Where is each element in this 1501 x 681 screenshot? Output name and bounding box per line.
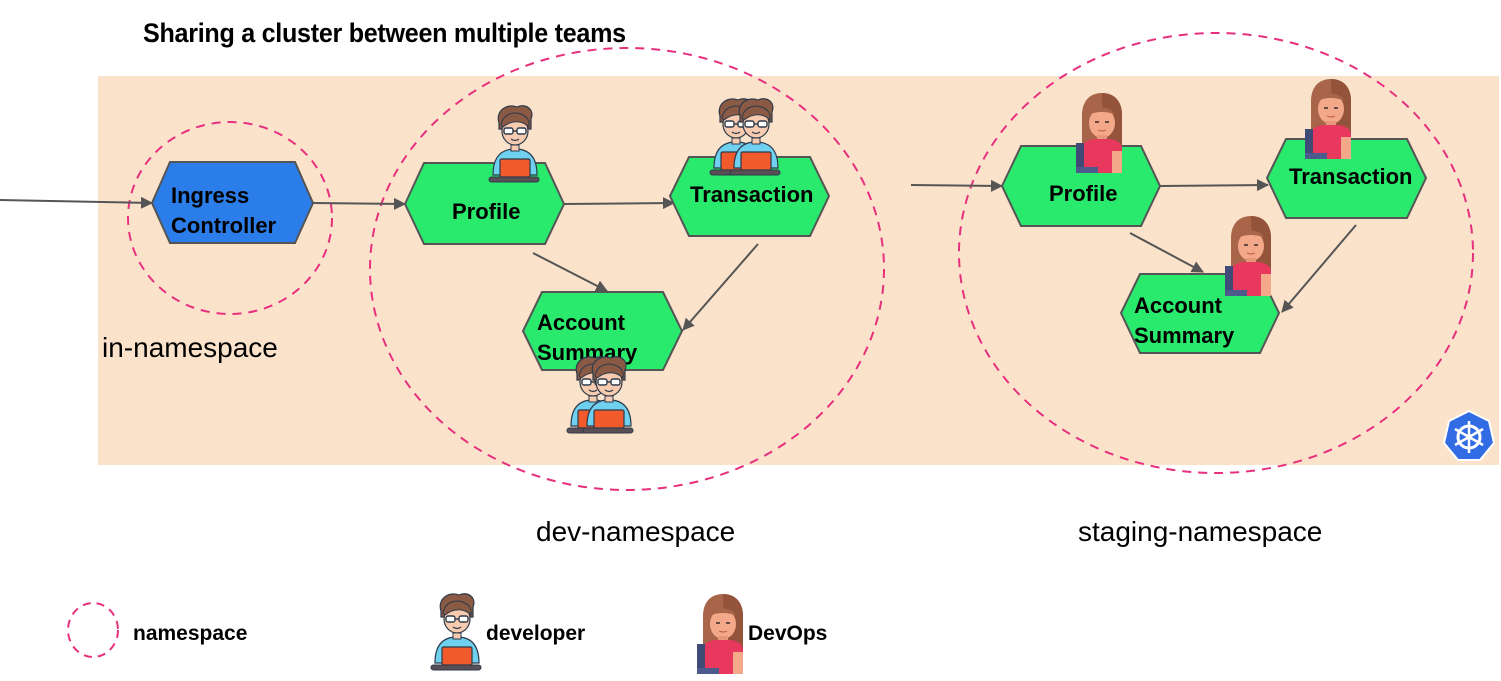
- edge-dev-profile-to-transaction: [563, 197, 675, 210]
- kubernetes-logo-icon: [1442, 409, 1496, 461]
- node-dev-account-summary[interactable]: Account Summary: [521, 291, 684, 371]
- node-dev-transaction[interactable]: Transaction: [668, 156, 831, 237]
- namespace-staging-outline: [958, 32, 1474, 474]
- edge-ingress-to-dev-profile: [312, 197, 406, 210]
- legend-developer-icon: [430, 593, 482, 671]
- legend-developer-label: developer: [486, 622, 586, 645]
- node-ingress-line1: Ingress: [171, 183, 249, 208]
- node-stg-transaction-label: Transaction: [1289, 164, 1412, 189]
- edge-stg-profile-to-transaction: [1159, 179, 1269, 192]
- edge-external-to-ingress: [0, 196, 153, 209]
- node-dev-profile[interactable]: Profile: [403, 162, 566, 245]
- namespace-label-in: in-namespace: [102, 332, 278, 363]
- node-dev-transaction-label: Transaction: [690, 182, 813, 207]
- namespace-label-dev: dev-namespace: [536, 516, 736, 547]
- node-ingress-controller[interactable]: Ingress Controller: [150, 161, 315, 244]
- edge-stg-profile-to-account: [1129, 232, 1204, 273]
- node-stg-profile-label: Profile: [1049, 181, 1117, 206]
- diagram-title: Sharing a cluster between multiple teams: [143, 18, 626, 48]
- legend-namespace-label: namespace: [133, 622, 248, 645]
- edge-stg-transaction-to-account: [1281, 224, 1357, 313]
- edge-dev-profile-to-account: [532, 252, 608, 292]
- node-stg-account-line1: Account: [1134, 293, 1223, 318]
- edge-dev-transaction-to-account: [682, 243, 759, 331]
- node-ingress-line2: Controller: [171, 213, 277, 238]
- namespace-in-outline: [127, 121, 333, 315]
- node-dev-profile-label: Profile: [452, 199, 520, 224]
- node-dev-account-line1: Account: [537, 310, 626, 335]
- legend-namespace-icon: [67, 602, 119, 658]
- namespace-dev-outline: [369, 47, 885, 491]
- edge-external-to-stg-profile: [910, 179, 1003, 192]
- node-stg-account-line2: Summary: [1134, 323, 1235, 348]
- legend-devops-label: DevOps: [748, 622, 828, 645]
- cluster-band: [98, 76, 1499, 465]
- legend-devops-icon: [696, 593, 744, 675]
- namespace-label-staging: staging-namespace: [1078, 516, 1323, 547]
